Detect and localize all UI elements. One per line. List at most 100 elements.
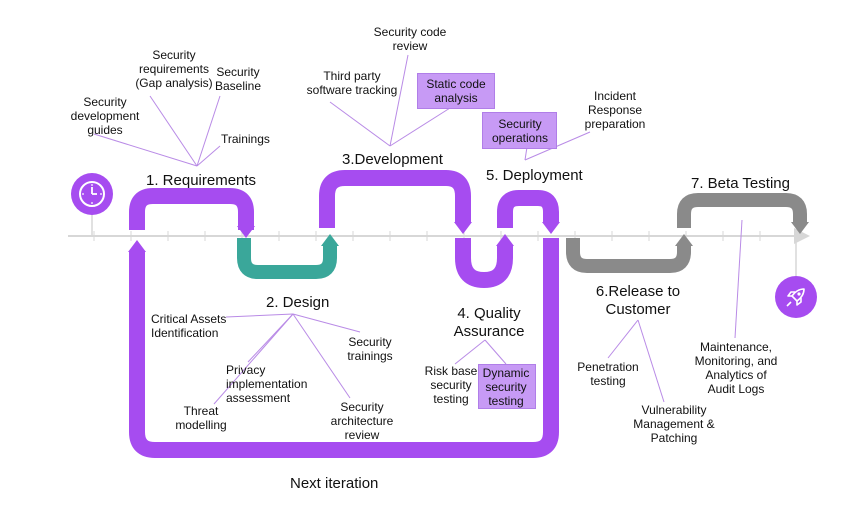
label-line: assessment — [226, 391, 291, 405]
label-line: Identification — [151, 326, 219, 340]
label-line: Response — [587, 103, 643, 117]
static-code-analysis-label: Static code analysis — [417, 77, 495, 105]
label-line: Threat — [183, 404, 219, 418]
stage-development-title: 3.Development — [342, 151, 443, 168]
label-line: software tracking — [306, 83, 398, 97]
timeline-ticks — [93, 231, 798, 241]
label-line: Audit Logs — [707, 382, 765, 396]
third-party-tracking-label: Third party software tracking — [294, 69, 410, 97]
label-line: Security — [348, 335, 392, 349]
label-line: Privacy — [226, 363, 266, 377]
stage-release-line2: Customer — [605, 301, 671, 318]
security-code-review-label: Security code review — [368, 25, 452, 53]
rocket-icon — [775, 276, 817, 318]
label-line: Patching — [650, 431, 698, 445]
label-line: Security — [152, 48, 196, 62]
beta-band — [677, 193, 807, 228]
release-band — [566, 238, 691, 273]
critical-assets-label: Critical Assets Identification — [151, 312, 226, 340]
clock-icon — [71, 173, 113, 215]
label-line: Static code — [426, 77, 486, 91]
next-iteration-arrow — [128, 240, 146, 252]
label-line: development — [70, 109, 140, 123]
stage-requirements-title: 1. Requirements — [146, 172, 257, 189]
incident-response-label: Incident Response preparation — [572, 89, 658, 131]
risk-based-testing-label: Risk base security testing — [418, 364, 484, 406]
security-operations-box — [482, 112, 557, 149]
trainings-label: Trainings — [221, 132, 270, 146]
label-line: trainings — [347, 349, 393, 363]
connector-lines — [93, 54, 743, 405]
label-line: security — [485, 380, 527, 394]
label-line: testing — [590, 374, 626, 388]
label-line: preparation — [584, 117, 646, 131]
development-arrow — [454, 222, 472, 234]
label-line: Security — [216, 65, 260, 79]
beta-arrow — [791, 222, 809, 234]
security-development-guides-label: Security development guides — [62, 95, 148, 137]
label-line: testing — [433, 392, 469, 406]
stage-release-line1: 6.Release to — [595, 283, 681, 300]
dynamic-security-testing-box — [478, 364, 536, 409]
label-line: Security — [83, 95, 127, 109]
stage-quality-line2: Assurance — [453, 323, 525, 340]
static-code-analysis-box — [417, 73, 495, 109]
label-line: analysis — [434, 91, 478, 105]
label-line: Monitoring, and — [694, 354, 778, 368]
stage-design-title: 2. Design — [266, 294, 330, 311]
label-line: security — [430, 378, 472, 392]
stage-beta-title: 7. Beta Testing — [691, 175, 790, 192]
label-line: testing — [488, 394, 524, 408]
label-line: requirements — [138, 62, 210, 76]
dynamic-security-testing-label: Dynamic security testing — [478, 366, 534, 408]
label-line: (Gap analysis) — [135, 76, 213, 90]
penetration-testing-label: Penetration testing — [574, 360, 642, 388]
label-line: Penetration — [577, 360, 639, 374]
vulnerability-management-label: Vulnerability Management & Patching — [626, 403, 722, 445]
label-line: Third party — [323, 69, 381, 83]
label-line: Security — [498, 117, 542, 131]
next-iteration-label: Next iteration — [290, 475, 379, 492]
privacy-assessment-label: Privacy implementation assessment — [226, 363, 307, 405]
security-requirements-label: Security requirements (Gap analysis) — [124, 48, 224, 90]
security-architecture-review-label: Security architecture review — [322, 400, 402, 442]
security-operations-label: Security operations — [484, 117, 556, 145]
label-line: Vulnerability — [641, 403, 707, 417]
label-line: guides — [87, 123, 123, 137]
label-line: review — [392, 39, 428, 53]
stage-quality-title: 4. Quality Assurance — [444, 305, 534, 341]
stage-quality-line1: 4. Quality — [457, 305, 521, 322]
security-baseline-label: Security Baseline — [208, 65, 268, 93]
label-line: Analytics of — [705, 368, 767, 382]
label-line: implementation — [226, 377, 308, 391]
development-band — [319, 170, 471, 228]
quality-band — [455, 238, 513, 289]
label-line: Dynamic — [482, 366, 530, 380]
quality-arrow — [496, 234, 514, 246]
deployment-arrow — [542, 222, 560, 234]
requirements-band — [129, 188, 254, 230]
requirements-arrow — [237, 226, 255, 238]
deployment-band — [497, 190, 559, 228]
design-arrow — [321, 234, 339, 246]
label-line: Maintenance, — [699, 340, 773, 354]
label-line: architecture — [330, 414, 394, 428]
stage-deployment-title: 5. Deployment — [486, 167, 583, 184]
release-arrow — [675, 234, 693, 246]
label-line: Critical Assets — [151, 312, 227, 326]
label-line: Baseline — [214, 79, 262, 93]
security-trainings-label: Security trainings — [340, 335, 400, 363]
label-line: Risk base — [424, 364, 478, 378]
stage-release-title: 6.Release to Customer — [588, 283, 688, 319]
threat-modelling-label: Threat modelling — [166, 404, 236, 432]
label-line: modelling — [175, 418, 227, 432]
label-line: operations — [491, 131, 549, 145]
label-line: review — [344, 428, 380, 442]
design-band — [237, 238, 337, 279]
next-iteration-loop — [129, 238, 559, 458]
maintenance-monitoring-label: Maintenance, Monitoring, and Analytics o… — [686, 340, 786, 396]
label-line: Security code — [373, 25, 447, 39]
label-line: Management & — [633, 417, 715, 431]
label-line: Security — [340, 400, 384, 414]
